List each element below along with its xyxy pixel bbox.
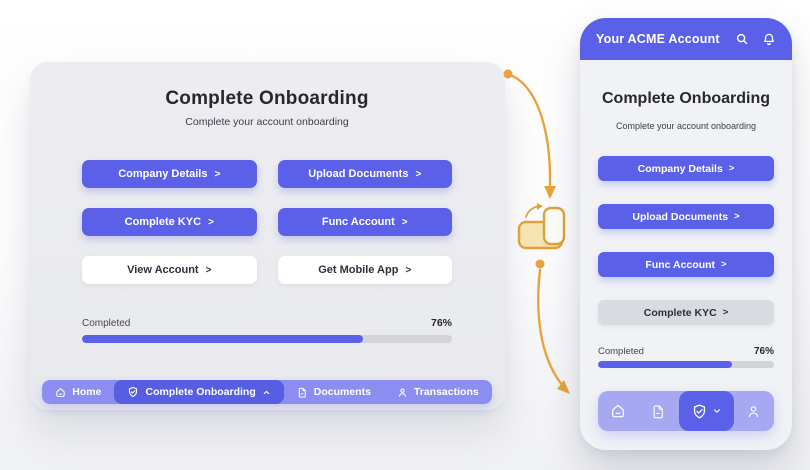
button-label: Func Account: [645, 258, 716, 271]
mobile-nav-documents[interactable]: [638, 391, 678, 431]
progress-header: Completed 76%: [82, 317, 452, 329]
view-account-button[interactable]: View Account >: [82, 256, 257, 284]
chevron-right-icon: >: [405, 264, 412, 276]
chevron-right-icon: >: [415, 168, 422, 180]
mobile-progress-bar-fill: [598, 361, 732, 368]
rotate-device-icon: [517, 203, 566, 250]
progress-bar-fill: [82, 335, 364, 343]
mobile-app-mockup: Your ACME Account Complete Onboarding Co…: [580, 18, 792, 450]
progress-value: 76%: [753, 346, 774, 357]
progress-bar: [82, 335, 452, 343]
progress-label: Completed: [598, 346, 644, 357]
upload-documents-button[interactable]: Upload Documents >: [277, 160, 452, 188]
chevron-right-icon: >: [728, 163, 735, 174]
nav-item-home[interactable]: Home: [42, 380, 114, 404]
mobile-header-title: Your ACME Account: [596, 32, 720, 46]
home-icon: [610, 403, 626, 419]
mobile-progress-bar: [598, 361, 774, 368]
nav-item-transactions[interactable]: Transactions: [384, 380, 492, 404]
chevron-right-icon: >: [214, 168, 221, 180]
arrow-head: [557, 380, 570, 394]
button-label: Upload Documents: [308, 168, 409, 180]
chevron-down-icon: [712, 406, 722, 416]
mobile-page-subtitle: Complete your account onboarding: [615, 121, 757, 131]
nav-item-documents[interactable]: Documents: [284, 380, 384, 404]
page-subtitle: Complete your account onboarding: [185, 116, 349, 128]
chevron-right-icon: >: [721, 259, 727, 270]
button-label: Get Mobile App: [318, 264, 399, 276]
complete-kyc-button[interactable]: Complete KYC >: [82, 208, 257, 236]
button-label: Func Account: [321, 216, 395, 228]
chevron-right-icon: >: [722, 307, 729, 318]
company-details-button[interactable]: Company Details >: [82, 160, 257, 188]
func-account-button[interactable]: Func Account >: [277, 208, 452, 236]
nav-item-label: Documents: [313, 386, 371, 398]
complete-kyc-button[interactable]: Complete KYC >: [598, 300, 774, 325]
curved-arrow-bottom: [537, 268, 565, 388]
button-label: Complete KYC: [124, 216, 202, 228]
nav-item-label: Home: [72, 386, 102, 398]
mobile-onboarding-actions: Company Details > Upload Documents > Fun…: [598, 156, 774, 325]
page-title: Complete Onboarding: [165, 88, 369, 109]
button-label: View Account: [127, 264, 199, 276]
chevron-up-icon: [262, 388, 271, 397]
desktop-onboarding-card: Complete Onboarding Complete your accoun…: [30, 62, 505, 410]
chevron-right-icon: >: [401, 216, 408, 228]
shield-check-icon: [691, 403, 708, 420]
home-icon: [55, 387, 66, 398]
mobile-page-title: Complete Onboarding: [602, 90, 770, 107]
onboarding-actions: Company Details > Upload Documents > Com…: [82, 160, 452, 284]
button-label: Company Details: [637, 162, 723, 175]
company-details-button[interactable]: Company Details >: [598, 156, 774, 181]
person-icon: [397, 387, 408, 398]
chevron-right-icon: >: [205, 264, 212, 276]
mobile-header: Your ACME Account: [580, 18, 792, 60]
button-label: Company Details: [118, 168, 208, 180]
progress-label: Completed: [82, 318, 131, 329]
get-mobile-app-button[interactable]: Get Mobile App >: [277, 256, 452, 284]
nav-item-label: Transactions: [413, 386, 479, 398]
document-icon: [651, 404, 666, 419]
progress-value: 76%: [430, 317, 452, 329]
mobile-nav-complete-onboarding[interactable]: [678, 391, 734, 431]
chevron-right-icon: >: [208, 216, 214, 228]
document-icon: [297, 387, 308, 398]
nav-item-complete-onboarding[interactable]: Complete Onboarding: [114, 380, 284, 404]
upload-documents-button[interactable]: Upload Documents >: [598, 204, 774, 229]
curved-arrow-top: [506, 72, 552, 188]
mobile-progress-header: Completed 76%: [598, 346, 774, 357]
person-icon: [746, 404, 761, 419]
func-account-button[interactable]: Func Account >: [598, 252, 774, 277]
shield-check-icon: [127, 386, 139, 398]
button-label: Upload Documents: [632, 210, 729, 223]
desktop-nav-bar: Home Complete Onboarding Documents: [42, 380, 492, 404]
chevron-right-icon: >: [734, 211, 740, 222]
mobile-nav-bar: [598, 391, 774, 431]
nav-item-label: Complete Onboarding: [145, 386, 256, 398]
search-icon[interactable]: [735, 32, 749, 46]
mobile-nav-home[interactable]: [598, 391, 638, 431]
arrow-head: [544, 186, 556, 199]
button-label: Complete KYC: [643, 306, 717, 319]
arrow-start-dot: [535, 259, 545, 269]
mobile-nav-account[interactable]: [734, 391, 774, 431]
bell-icon[interactable]: [762, 32, 776, 46]
